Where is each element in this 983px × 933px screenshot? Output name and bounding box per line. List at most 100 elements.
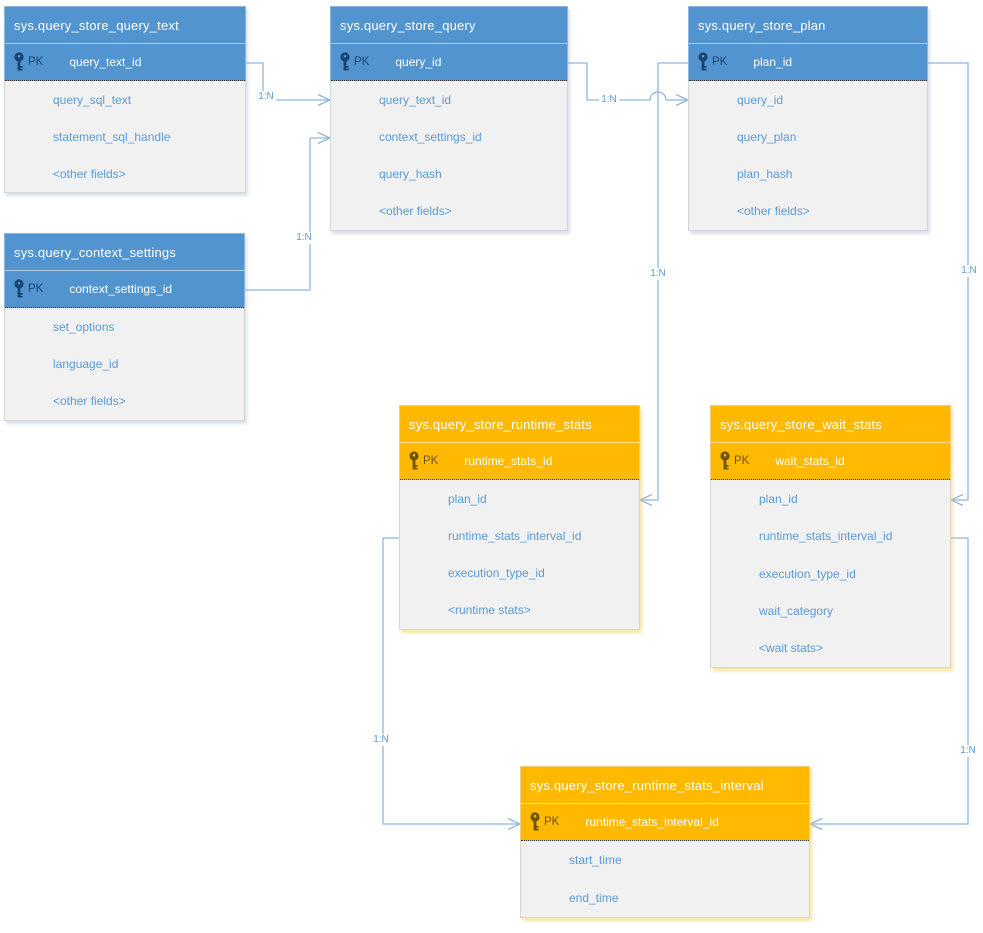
pk-badge: PK bbox=[544, 816, 560, 828]
table-title: sys.query_store_runtime_stats bbox=[409, 416, 592, 432]
field-name: plan_id bbox=[448, 491, 487, 506]
table-title: sys.query_store_query bbox=[340, 17, 476, 33]
field-list: query_text_id context_settings_id query_… bbox=[330, 81, 568, 231]
field-row: <other fields> bbox=[331, 193, 567, 230]
primary-key-icon bbox=[13, 51, 26, 73]
pk-row: PK context_settings_id bbox=[5, 271, 244, 308]
field-row: statement_sql_handle bbox=[5, 118, 245, 155]
primary-key-icon bbox=[697, 51, 710, 73]
field-name: start_time bbox=[569, 853, 622, 867]
pk-field-name: plan_id bbox=[753, 55, 793, 69]
field-name: query_hash bbox=[379, 167, 442, 182]
table-header-block: sys.query_store_plan PK plan_id bbox=[688, 6, 928, 81]
field-name: statement_sql_handle bbox=[53, 129, 171, 144]
field-row: plan_id bbox=[400, 480, 639, 517]
pk-field-name: query_text_id bbox=[69, 55, 142, 69]
field-list: set_options language_id <other fields> bbox=[4, 308, 245, 421]
table-header-block: sys.query_context_settings PK context_se… bbox=[4, 233, 245, 308]
field-list: plan_id runtime_stats_interval_id execut… bbox=[710, 480, 951, 668]
table-header: sys.query_store_query_text bbox=[5, 7, 245, 44]
field-name: end_time bbox=[569, 891, 619, 905]
pk-field-name: context_settings_id bbox=[69, 282, 173, 296]
relationship-label: 1:N bbox=[371, 734, 391, 746]
arrowhead-icon bbox=[808, 817, 823, 831]
field-row: plan_hash bbox=[689, 156, 927, 193]
table-query-context-settings: sys.query_context_settings PK context_se… bbox=[4, 233, 245, 421]
table-header-block: sys.query_store_runtime_stats_interval P… bbox=[520, 766, 810, 841]
field-list: plan_id runtime_stats_interval_id execut… bbox=[399, 480, 640, 630]
edge-query-text-to-query bbox=[246, 62, 330, 101]
relationship-label: 1:N bbox=[959, 265, 979, 277]
table-title: sys.query_store_runtime_stats_interval bbox=[530, 777, 764, 793]
field-name: <other fields> bbox=[53, 394, 126, 409]
pk-badge: PK bbox=[423, 455, 439, 467]
pk-badge: PK bbox=[734, 455, 750, 467]
table-title: sys.query_store_plan bbox=[698, 17, 826, 33]
field-row: set_options bbox=[5, 308, 244, 345]
edge-runtime-stats-to-interval bbox=[382, 537, 520, 825]
field-name: runtime_stats_interval_id bbox=[759, 529, 893, 544]
field-name: plan_hash bbox=[737, 167, 793, 182]
field-row: language_id bbox=[5, 345, 244, 382]
edge-plan-to-wait-stats bbox=[928, 62, 969, 501]
field-name: execution_type_id bbox=[448, 566, 545, 581]
relationship-label: 1:N bbox=[958, 745, 978, 757]
field-name: wait_category bbox=[759, 603, 834, 618]
field-row: runtime_stats_interval_id bbox=[400, 517, 639, 554]
field-name: execution_type_id bbox=[759, 566, 856, 581]
table-header: sys.query_store_query bbox=[331, 7, 567, 44]
field-row: execution_type_id bbox=[711, 555, 950, 592]
primary-key-icon bbox=[408, 450, 421, 472]
field-list: query_sql_text statement_sql_handle <oth… bbox=[4, 81, 246, 193]
field-name: <runtime stats> bbox=[448, 603, 531, 618]
primary-key-icon bbox=[529, 811, 542, 833]
field-name: language_id bbox=[53, 356, 119, 371]
edge-wait-stats-to-interval bbox=[810, 537, 969, 825]
relationship-label: 1:N bbox=[256, 91, 276, 103]
table-header-block: sys.query_store_runtime_stats PK runtime… bbox=[399, 405, 640, 480]
field-name: runtime_stats_interval_id bbox=[448, 528, 582, 543]
table-header-block: sys.query_store_wait_stats PK wait_stats… bbox=[710, 405, 951, 480]
arrowhead-icon bbox=[949, 493, 964, 507]
pk-badge: PK bbox=[28, 56, 44, 68]
pk-badge: PK bbox=[712, 56, 728, 68]
table-header: sys.query_store_runtime_stats bbox=[400, 406, 639, 443]
pk-row: PK runtime_stats_interval_id bbox=[521, 804, 809, 841]
table-header: sys.query_store_wait_stats bbox=[711, 406, 950, 443]
pk-row: PK query_text_id bbox=[5, 44, 245, 81]
field-name: <other fields> bbox=[53, 166, 126, 181]
primary-key-icon bbox=[719, 450, 732, 472]
pk-badge: PK bbox=[354, 56, 370, 68]
field-row: query_plan bbox=[689, 118, 927, 155]
field-row: <other fields> bbox=[5, 155, 245, 192]
field-row: query_text_id bbox=[331, 81, 567, 118]
field-row: execution_type_id bbox=[400, 555, 639, 592]
edge-query-to-plan bbox=[568, 62, 688, 101]
field-list: query_id query_plan plan_hash <other fie… bbox=[688, 81, 928, 231]
field-row: plan_id bbox=[711, 480, 950, 517]
pk-field-name: runtime_stats_id bbox=[464, 454, 553, 468]
relationship-label: 1:N bbox=[294, 232, 314, 244]
field-name: <other fields> bbox=[737, 204, 810, 219]
field-name: query_text_id bbox=[379, 92, 452, 107]
pk-field-name: query_id bbox=[395, 55, 442, 69]
field-row: wait_category bbox=[711, 592, 950, 629]
table-query-store-query-text: sys.query_store_query_text PK query_text… bbox=[4, 6, 246, 193]
table-query-store-wait-stats: sys.query_store_wait_stats PK wait_stats… bbox=[710, 405, 951, 668]
table-query-store-runtime-stats-interval: sys.query_store_runtime_stats_interval P… bbox=[520, 766, 810, 918]
pk-row: PK wait_stats_id bbox=[711, 443, 950, 480]
table-header-block: sys.query_store_query PK query_id bbox=[330, 6, 568, 81]
table-query-store-query: sys.query_store_query PK query_id query_… bbox=[330, 6, 568, 231]
field-row: context_settings_id bbox=[331, 118, 567, 155]
field-name: context_settings_id bbox=[379, 129, 482, 144]
arrowhead-icon bbox=[638, 493, 653, 507]
table-header: sys.query_context_settings bbox=[5, 234, 244, 271]
table-header-block: sys.query_store_query_text PK query_text… bbox=[4, 6, 246, 81]
field-name: query_id bbox=[737, 92, 784, 107]
primary-key-icon bbox=[339, 51, 352, 73]
field-row: <wait stats> bbox=[711, 630, 950, 667]
field-row: <runtime stats> bbox=[400, 592, 639, 629]
field-row: query_hash bbox=[331, 156, 567, 193]
edge-context-settings-to-query bbox=[245, 137, 330, 291]
